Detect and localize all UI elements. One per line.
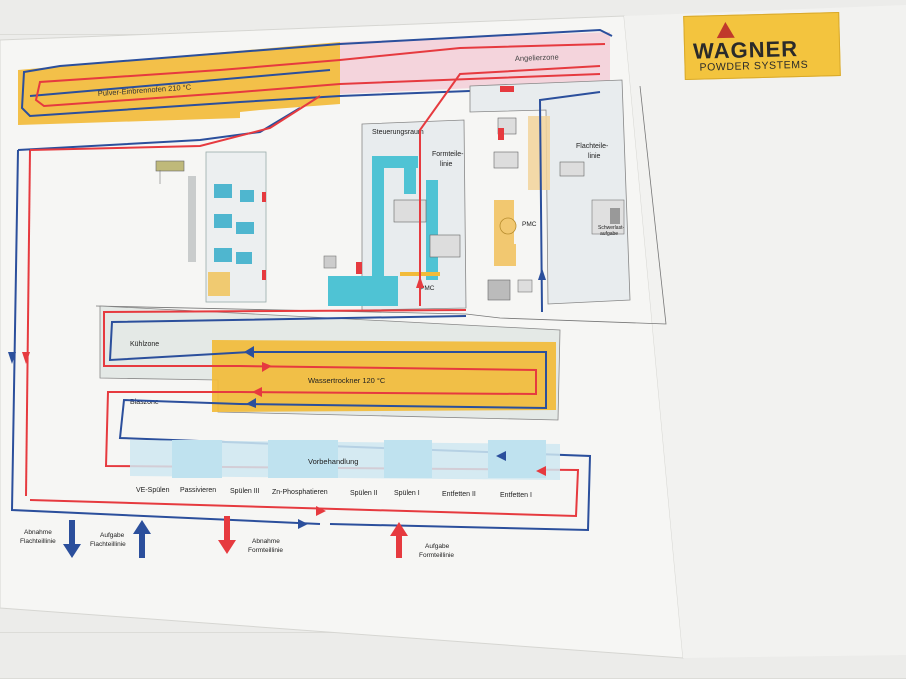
station-labels: VE-Spülen Passivieren Spülen III Zn-Phos… (136, 487, 532, 499)
red-feed-formteile (419, 65, 601, 306)
blue-feed-flat (538, 91, 601, 313)
flat-line-label-1: Flachteile- (576, 143, 609, 150)
blue-conveyor-dryer (108, 315, 592, 532)
flat-line-label-2: linie (588, 153, 601, 160)
oven-zone: Pulver-Einbrennofen 210 °C Angelierzone (18, 32, 610, 125)
pmc-right-label: PMC (522, 221, 537, 228)
pmc-left-label: PMC (420, 285, 435, 292)
load-form-arrow-icon (390, 522, 408, 536)
unload-flat-label-1: Abnahme (24, 529, 52, 536)
station-0: VE-Spülen (136, 487, 170, 494)
red-return-left (25, 149, 31, 497)
heavy-load-label-1: Schwerlast- (598, 225, 624, 231)
load-form-label-2: Formteillinie (419, 552, 454, 559)
wagner-logo: WAGNER POWDER SYSTEMS (683, 11, 841, 81)
formteile-booth-area (155, 151, 267, 303)
flat-parts-area: Flachteile- linie PMC Schwerlast- aufgab… (469, 79, 631, 305)
station-5: Spülen I (394, 490, 420, 497)
legend-arrows: Abnahme Flachteillinie Aufgabe Flachteil… (20, 516, 454, 559)
red-conveyor-oven (34, 43, 606, 108)
station-2: Spülen III (230, 488, 260, 495)
unload-form-label-2: Formteillinie (248, 547, 283, 554)
brand-tagline: POWDER SYSTEMS (699, 58, 809, 74)
formteile-line-label-1: Formteile- (432, 151, 464, 158)
blue-return-left (10, 149, 321, 525)
unload-flat-arrow-icon (63, 544, 81, 558)
wagner-logo-icon (716, 21, 735, 39)
control-room-label: Steuerungsraum (372, 129, 424, 136)
hanging-zone-label: Angelierzone (515, 52, 559, 63)
blue-conveyor-oven (20, 28, 613, 118)
unload-form-label-1: Abnahme (252, 538, 280, 545)
cooling-zone-label: Kühlzone (130, 341, 159, 348)
red-link-top (29, 95, 321, 151)
station-6: Entfetten II (442, 491, 476, 498)
load-form-label-1: Aufgabe (425, 543, 450, 550)
control-room-area: Steuerungsraum Formteile- linie PMC (323, 119, 467, 311)
unload-form-arrow-icon (218, 540, 236, 554)
load-flat-label-1: Aufgabe (100, 532, 125, 539)
board-right-panel (624, 5, 906, 658)
unload-flat-label-2: Flachteillinie (20, 538, 56, 545)
load-flat-arrow-icon (133, 520, 151, 534)
station-3: Zn-Phosphatieren (272, 489, 328, 496)
pretreatment-zone: Vorbehandlung (130, 440, 560, 480)
red-conveyor-dryer (29, 309, 580, 518)
blowing-zone-label: Blaszone (130, 399, 159, 406)
load-flat-label-2: Flachteillinie (90, 541, 126, 548)
station-4: Spülen II (350, 490, 378, 497)
dryer-label: Wassertrockner 120 °C (308, 376, 386, 385)
station-1: Passivieren (180, 487, 216, 494)
station-7: Entfetten I (500, 492, 532, 499)
blue-link-top (17, 107, 301, 151)
heavy-load-label-2: aufgabe (600, 231, 618, 237)
formteile-line-label-2: linie (440, 161, 453, 168)
pretreatment-label: Vorbehandlung (308, 457, 358, 466)
